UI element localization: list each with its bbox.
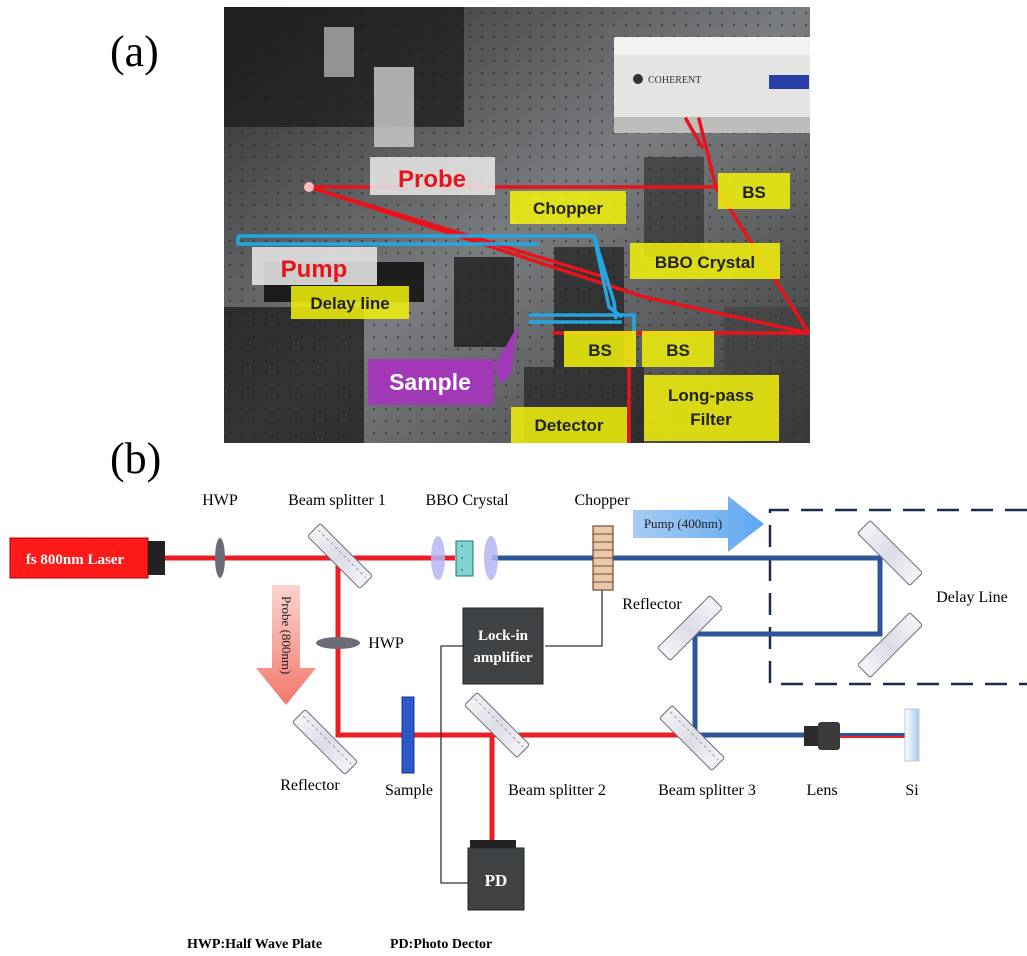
delay-line-tag: Delay line xyxy=(291,286,409,319)
detector-tag: Detector xyxy=(511,407,627,443)
beam-splitter-3-label: Beam splitter 3 xyxy=(658,782,756,799)
pump-beam-paths xyxy=(236,234,636,333)
lockin-amplifier-box: Lock-in amplifier xyxy=(462,607,544,685)
si-label: Si xyxy=(905,782,919,799)
svg-text:BS: BS xyxy=(742,183,766,202)
svg-text:Long-pass: Long-pass xyxy=(668,386,754,405)
photodetector-box: PD xyxy=(467,840,525,911)
sample-tag: Sample xyxy=(368,325,518,405)
sample-icon xyxy=(401,696,415,774)
beam-splitter-1-icon xyxy=(307,523,373,589)
svg-text:BS: BS xyxy=(666,341,690,360)
svg-text:amplifier: amplifier xyxy=(473,650,532,666)
legend-hwp: HWP:Half Wave Plate xyxy=(187,937,322,952)
probe-tag: Probe xyxy=(370,157,495,195)
probe-arrow-label: Probe (800nm) xyxy=(279,596,294,674)
reflector-mid-icon xyxy=(657,595,723,661)
laser-label: fs 800nm Laser xyxy=(26,552,125,568)
bs-top-tag: BS xyxy=(718,173,790,209)
laser-source: fs 800nm Laser xyxy=(9,537,165,579)
panel-a-label: (a) xyxy=(110,27,159,76)
probe-beam xyxy=(165,555,695,840)
bs-mid-left-tag: BS xyxy=(564,331,636,367)
svg-text:Delay line: Delay line xyxy=(310,294,389,313)
probe-direction-arrow: Probe (800nm) xyxy=(256,585,316,705)
svg-text:BBO Crystal: BBO Crystal xyxy=(655,253,755,272)
coherent-laser-box: COHERENT xyxy=(614,37,810,133)
bbo-crystal-icon xyxy=(431,536,498,580)
reflector-bottom-icon xyxy=(292,709,358,775)
hwp-top-label: HWP xyxy=(202,492,238,509)
lens-icon xyxy=(804,722,840,750)
lockin-wires xyxy=(440,590,603,884)
svg-text:Lock-in: Lock-in xyxy=(478,628,529,644)
chopper-tag: Chopper xyxy=(510,191,626,224)
bbo-crystal-label: BBO Crystal xyxy=(425,492,509,509)
panel-b-label: (b) xyxy=(110,434,162,483)
hwp-mid-icon xyxy=(316,637,360,649)
hwp-top-icon xyxy=(215,538,225,578)
svg-text:PD: PD xyxy=(485,871,508,890)
beam-splitter-3-icon xyxy=(659,705,725,771)
pump-beam xyxy=(492,555,883,738)
pump-arrow-label: Pump (400nm) xyxy=(644,516,722,531)
lens-label: Lens xyxy=(806,782,837,799)
delay-mirror-top-icon xyxy=(857,520,923,586)
pump-tag: Pump xyxy=(252,247,377,285)
pump-direction-arrow: Pump (400nm) xyxy=(633,496,764,552)
reflector-bottom-label: Reflector xyxy=(280,777,340,794)
long-pass-filter-tag: Long-pass Filter xyxy=(644,375,779,441)
svg-text:Filter: Filter xyxy=(690,410,732,429)
beam-splitter-1-label: Beam splitter 1 xyxy=(288,492,386,509)
legend-pd: PD:Photo Dector xyxy=(390,937,492,952)
svg-text:Chopper: Chopper xyxy=(533,199,603,218)
chopper-icon xyxy=(592,525,614,591)
coherent-brand: COHERENT xyxy=(648,75,701,86)
bs-mid-right-tag: BS xyxy=(642,331,714,367)
svg-text:BS: BS xyxy=(588,341,612,360)
delay-line-label: Delay Line xyxy=(936,589,1008,606)
svg-text:Probe: Probe xyxy=(398,166,466,193)
bbo-crystal-tag: BBO Crystal xyxy=(630,243,780,279)
setup-schematic: fs 800nm Laser HWP Beam splitter 1 BBO C… xyxy=(9,492,1027,952)
svg-text:Detector: Detector xyxy=(535,416,604,435)
delay-line-box xyxy=(768,508,1027,686)
svg-text:Sample: Sample xyxy=(389,369,471,395)
chopper-label: Chopper xyxy=(574,492,630,509)
lab-setup-photo: COHERENT Probe Pump Delay line Chopper B… xyxy=(224,7,810,443)
beam-splitter-2-icon xyxy=(464,692,530,758)
reflector-mid-label: Reflector xyxy=(622,596,682,613)
sample-label: Sample xyxy=(385,782,433,799)
svg-text:Pump: Pump xyxy=(281,256,348,283)
beam-splitter-2-label: Beam splitter 2 xyxy=(508,782,606,799)
si-target-icon xyxy=(904,708,920,762)
hwp-mid-label: HWP xyxy=(368,635,404,652)
delay-mirror-bottom-icon xyxy=(857,612,923,678)
